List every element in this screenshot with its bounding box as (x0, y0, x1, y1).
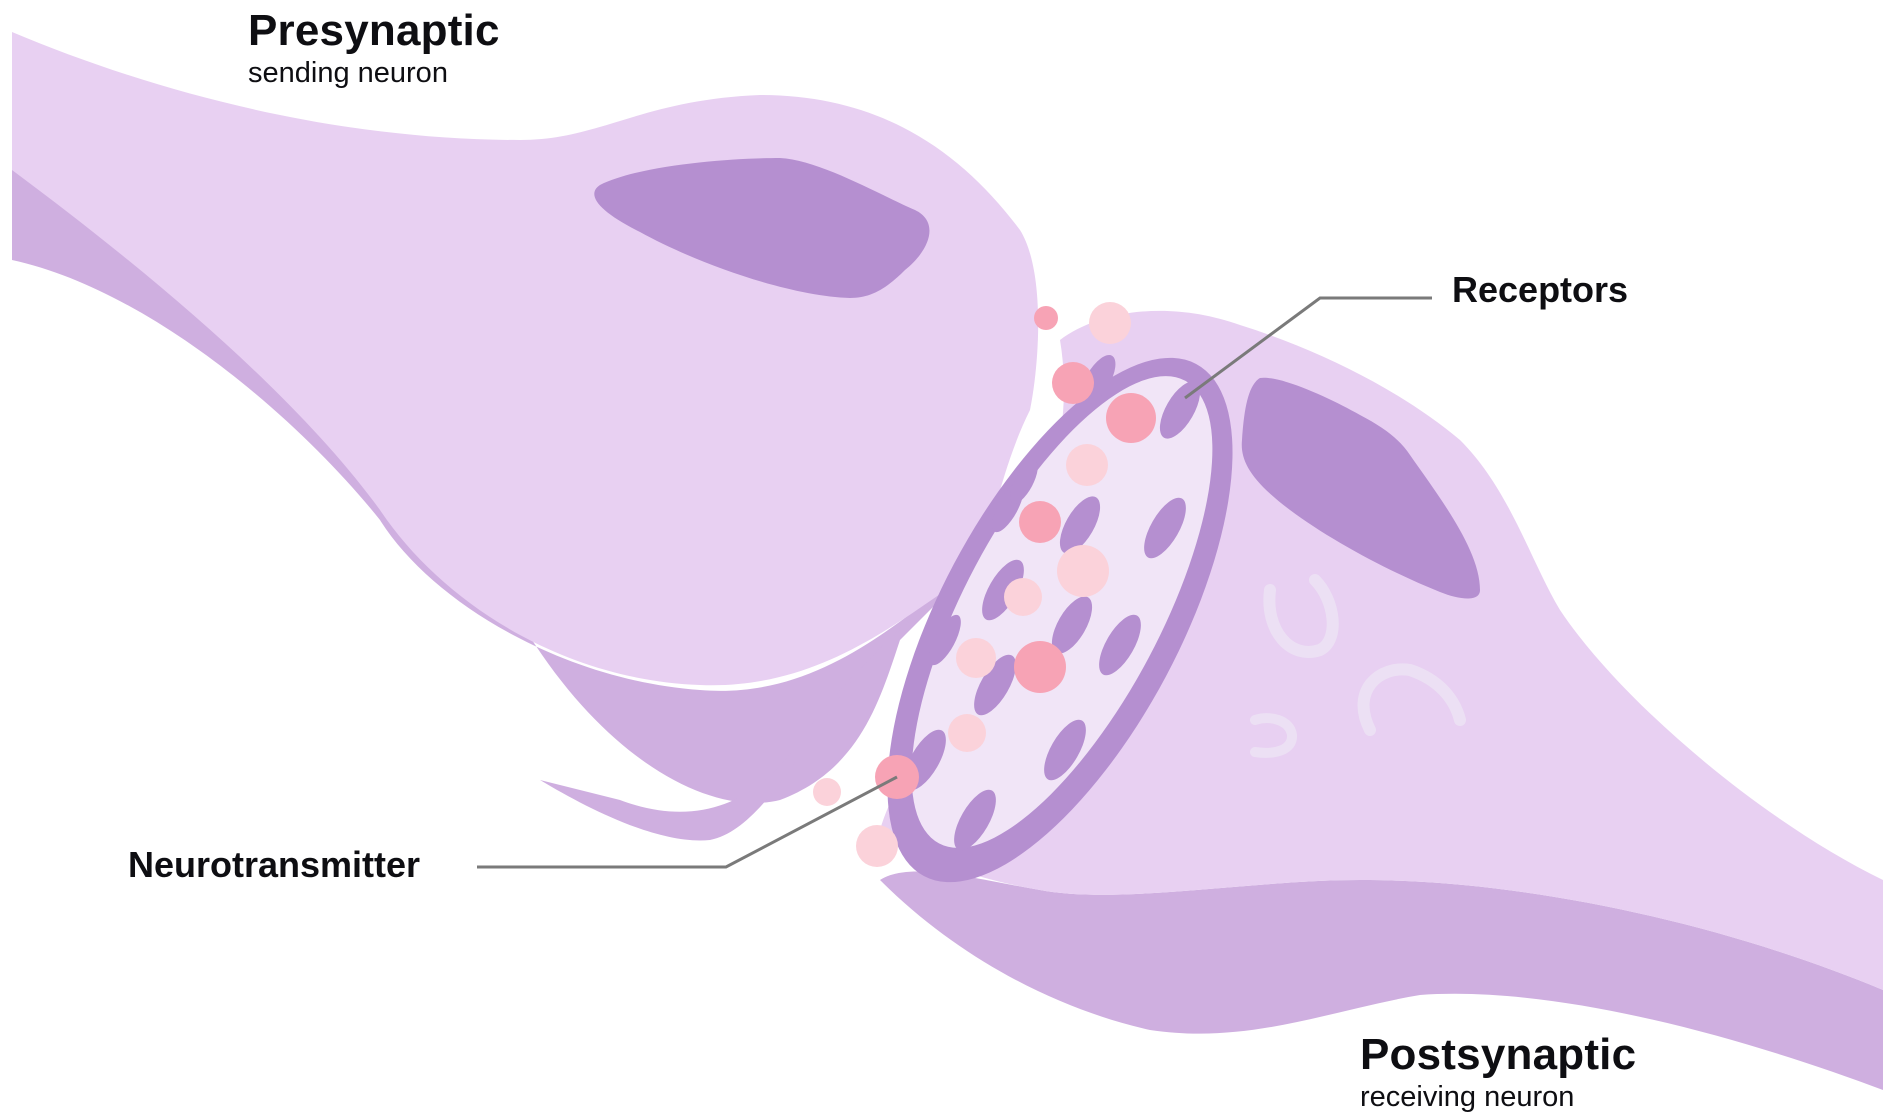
neurotransmitter-molecule (1089, 302, 1131, 344)
neurotransmitter-label: Neurotransmitter (128, 845, 420, 885)
neurotransmitter-molecule (1106, 393, 1156, 443)
receptors-label: Receptors (1452, 270, 1628, 310)
neurotransmitter-molecule (1019, 501, 1061, 543)
neurotransmitter-molecule (1014, 641, 1066, 693)
presynaptic-subtitle: sending neuron (248, 56, 500, 90)
neurotransmitter-molecule (1034, 306, 1058, 330)
neurotransmitter-molecule (956, 638, 996, 678)
neurotransmitter-molecule (1066, 444, 1108, 486)
neurotransmitter-molecule (1057, 545, 1109, 597)
postsynaptic-subtitle: receiving neuron (1360, 1080, 1636, 1114)
presynaptic-label: Presynaptic sending neuron (248, 6, 500, 90)
presynaptic-title: Presynaptic (248, 6, 500, 56)
postsynaptic-title: Postsynaptic (1360, 1030, 1636, 1080)
neurotransmitter-molecule (948, 714, 986, 752)
postsynaptic-label: Postsynaptic receiving neuron (1360, 1030, 1636, 1114)
neurotransmitter-molecule (1004, 578, 1042, 616)
presynaptic-neuron-body (12, 32, 1038, 685)
neurotransmitter-molecule (856, 825, 898, 867)
neurotransmitter-molecule (813, 778, 841, 806)
neurotransmitter-molecule (1052, 362, 1094, 404)
